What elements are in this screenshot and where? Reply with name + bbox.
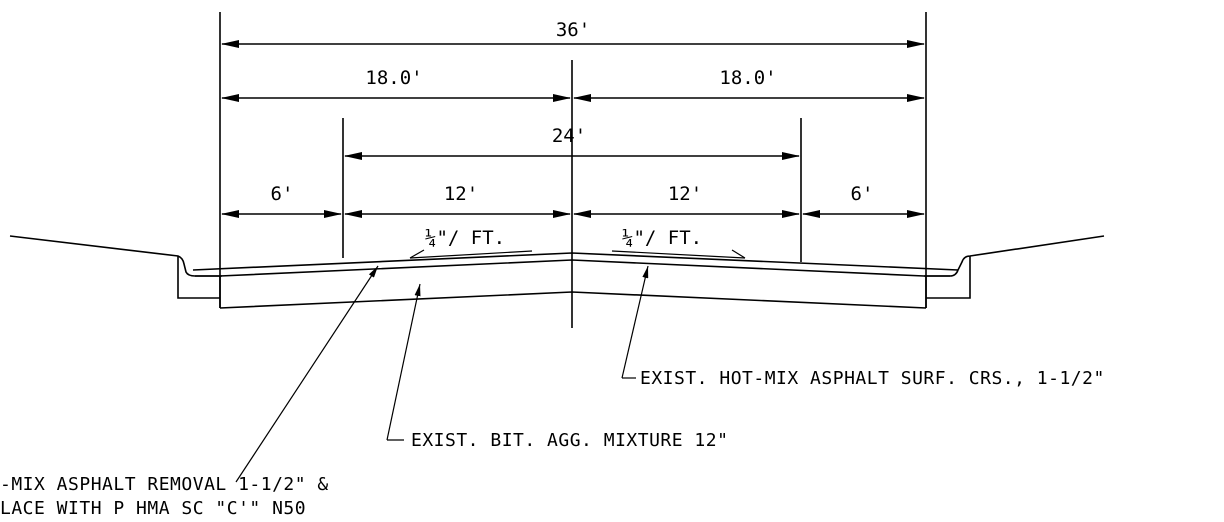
dimension-label-pavement-width: 24'	[552, 125, 586, 147]
dimension-pavement-width: 24'	[344, 125, 800, 160]
dimension-left-lane: 12'	[344, 183, 571, 218]
dimension-right-lane: 12'	[573, 183, 800, 218]
dimension-label-left-shoulder: 6'	[271, 183, 294, 205]
dimension-left-shoulder: 6'	[221, 183, 342, 218]
callout-label-aggregate-mixture: EXIST. BIT. AGG. MIXTURE 12"	[411, 430, 728, 451]
dimension-label-left-lane: 12'	[444, 183, 478, 205]
dimension-label-right-half: 18.0'	[719, 67, 776, 89]
callout-label-surface-course: EXIST. HOT-MIX ASPHALT SURF. CRS., 1-1/2…	[640, 368, 1105, 389]
slope-label-right: ¼"/ FT.	[622, 227, 702, 249]
dimension-right-half: 18.0'	[573, 67, 925, 102]
dimension-label-right-shoulder: 6'	[851, 183, 874, 205]
dimension-label-left-half: 18.0'	[365, 67, 422, 89]
surface-course-bottom	[195, 259, 950, 277]
slope-indicator-right: ¼"/ FT.	[611, 227, 746, 259]
dimension-label-right-lane: 12'	[668, 183, 702, 205]
dimension-right-shoulder: 6'	[802, 183, 925, 218]
callout-label-removal-line2: LACE WITH P HMA SC "C'" N50	[0, 498, 306, 519]
slope-label-left: ¼"/ FT.	[425, 227, 505, 249]
aggregate-base-bottom	[219, 291, 927, 309]
dimension-total-width: 36'	[221, 19, 925, 48]
dimension-left-half: 18.0'	[221, 67, 571, 102]
callout-aggregate-mixture: EXIST. BIT. AGG. MIXTURE 12"	[386, 283, 728, 451]
dimension-label-total-width: 36'	[556, 19, 590, 41]
callout-asphalt-removal: -MIX ASPHALT REMOVAL 1-1/2" & LACE WITH …	[0, 265, 379, 519]
callout-label-removal-line1: -MIX ASPHALT REMOVAL 1-1/2" &	[0, 474, 329, 495]
ground-line-right	[924, 235, 1105, 277]
surface-course-top	[192, 252, 959, 271]
ground-line-left	[9, 235, 222, 277]
callout-surface-course: EXIST. HOT-MIX ASPHALT SURF. CRS., 1-1/2…	[621, 265, 1105, 389]
slope-indicator-left: ¼"/ FT.	[409, 227, 533, 259]
pavement-section	[177, 252, 971, 309]
